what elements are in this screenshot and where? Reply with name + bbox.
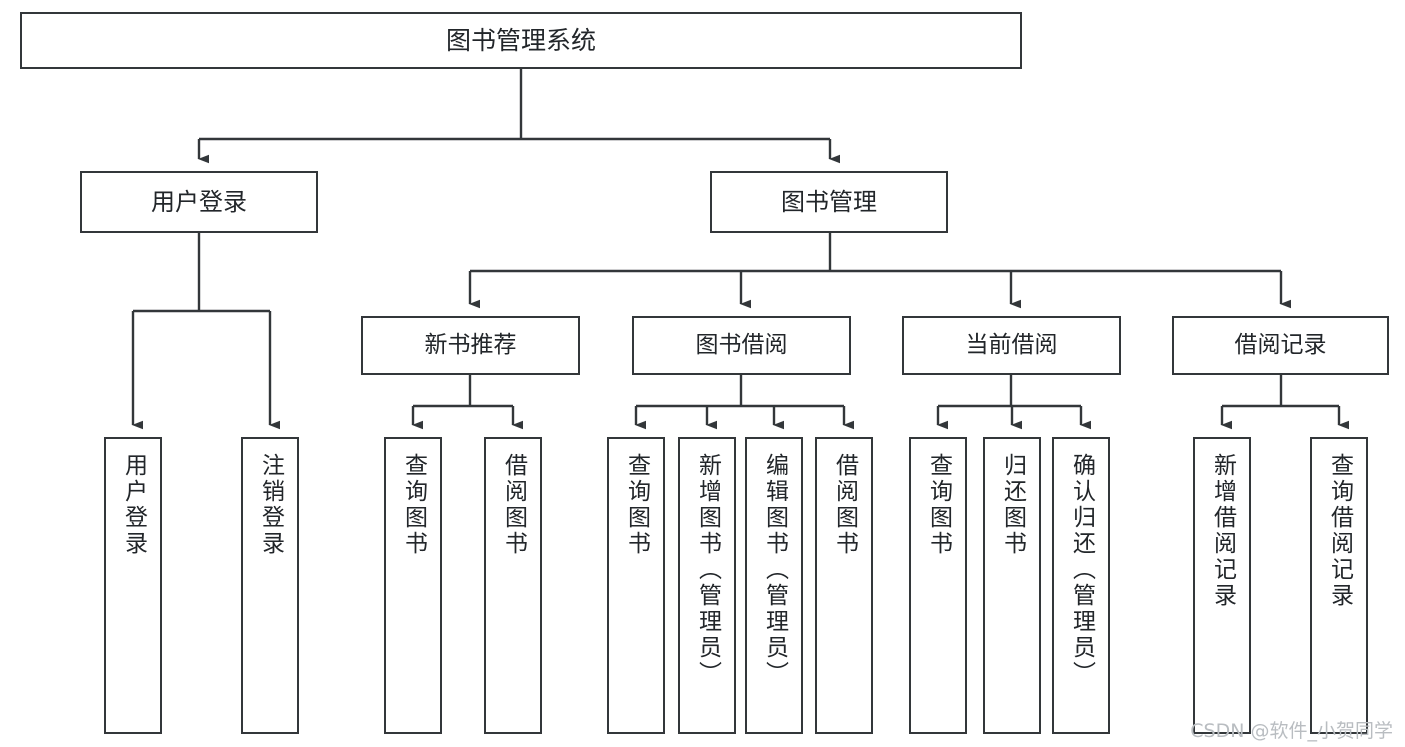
node-leaf-return-book-label: 归还图书 — [999, 453, 1026, 557]
node-leaf-add-book-label: 新增图书（管理员） — [694, 453, 721, 687]
node-current-borrow-label: 当前借阅 — [965, 332, 1058, 358]
node-leaf-query-book-1-label: 查询图书 — [400, 453, 427, 557]
node-current-borrow[interactable]: 当前借阅 — [902, 316, 1121, 375]
node-leaf-add-record[interactable]: 新增借阅记录 — [1193, 437, 1251, 734]
node-leaf-edit-book[interactable]: 编辑图书（管理员） — [745, 437, 803, 734]
node-leaf-borrow-book-2[interactable]: 借阅图书 — [815, 437, 873, 734]
node-leaf-query-record[interactable]: 查询借阅记录 — [1310, 437, 1368, 734]
node-leaf-borrow-book-1[interactable]: 借阅图书 — [484, 437, 542, 734]
node-leaf-confirm-return[interactable]: 确认归还（管理员） — [1052, 437, 1110, 734]
node-leaf-query-book-3[interactable]: 查询图书 — [909, 437, 967, 734]
node-user-login[interactable]: 用户登录 — [80, 171, 318, 233]
node-leaf-add-book[interactable]: 新增图书（管理员） — [678, 437, 736, 734]
node-root-label: 图书管理系统 — [445, 26, 596, 55]
node-leaf-logout-label: 注销登录 — [257, 453, 284, 557]
node-borrow-record[interactable]: 借阅记录 — [1172, 316, 1389, 375]
node-user-login-label: 用户登录 — [151, 188, 247, 216]
node-leaf-query-book-2-label: 查询图书 — [623, 453, 650, 557]
node-new-book-rec[interactable]: 新书推荐 — [361, 316, 580, 375]
node-book-borrow[interactable]: 图书借阅 — [632, 316, 851, 375]
node-leaf-confirm-return-label: 确认归还（管理员） — [1068, 453, 1095, 687]
node-leaf-query-book-2[interactable]: 查询图书 — [607, 437, 665, 734]
node-leaf-query-record-label: 查询借阅记录 — [1326, 453, 1353, 609]
node-borrow-record-label: 借阅记录 — [1234, 332, 1327, 358]
node-book-manage-label: 图书管理 — [781, 188, 877, 216]
node-leaf-borrow-book-1-label: 借阅图书 — [500, 453, 527, 557]
node-leaf-add-record-label: 新增借阅记录 — [1209, 453, 1236, 609]
node-book-borrow-label: 图书借阅 — [695, 332, 788, 358]
node-leaf-borrow-book-2-label: 借阅图书 — [831, 453, 858, 557]
node-leaf-edit-book-label: 编辑图书（管理员） — [761, 453, 788, 687]
node-new-book-rec-label: 新书推荐 — [424, 332, 517, 358]
node-book-manage[interactable]: 图书管理 — [710, 171, 948, 233]
node-leaf-user-login-label: 用户登录 — [120, 453, 147, 557]
node-root[interactable]: 图书管理系统 — [20, 12, 1022, 69]
node-leaf-logout[interactable]: 注销登录 — [241, 437, 299, 734]
watermark: CSDN @软件_小贺同学 — [1190, 720, 1393, 742]
node-leaf-query-book-3-label: 查询图书 — [925, 453, 952, 557]
node-leaf-query-book-1[interactable]: 查询图书 — [384, 437, 442, 734]
node-leaf-return-book[interactable]: 归还图书 — [983, 437, 1041, 734]
node-leaf-user-login[interactable]: 用户登录 — [104, 437, 162, 734]
